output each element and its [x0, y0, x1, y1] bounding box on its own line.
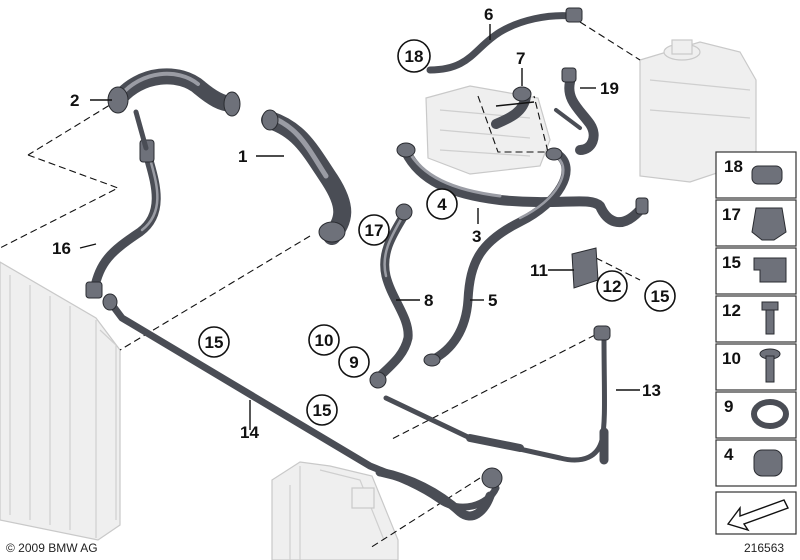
- svg-text:15: 15: [651, 287, 670, 306]
- copyright-text: © 2009 BMW AG: [6, 541, 98, 555]
- svg-text:11: 11: [530, 261, 548, 280]
- callout-7[interactable]: 7: [516, 49, 525, 68]
- panel-item-9[interactable]: 9: [715, 391, 797, 439]
- svg-text:17: 17: [365, 221, 384, 240]
- hose-connector-icon: [753, 449, 783, 477]
- quick-connector-icon: [751, 207, 787, 241]
- callout-13[interactable]: 13: [642, 381, 661, 400]
- screw-icon: [761, 301, 779, 311]
- callout-15-right[interactable]: 15: [644, 280, 676, 312]
- svg-text:4: 4: [724, 445, 734, 464]
- drawing-number: 216563: [744, 541, 784, 555]
- callout-8[interactable]: 8: [424, 291, 433, 310]
- callout-6[interactable]: 6: [484, 5, 493, 24]
- callout-1[interactable]: 1: [238, 147, 247, 166]
- hose-19: [554, 67, 599, 155]
- radiator-bottom: [271, 461, 399, 560]
- callout-15-mid[interactable]: 15: [306, 394, 338, 426]
- svg-text:16: 16: [52, 239, 71, 258]
- callout-5[interactable]: 5: [488, 291, 497, 310]
- svg-text:6: 6: [484, 5, 493, 24]
- hose-2-upper-left: [107, 68, 241, 117]
- svg-text:19: 19: [600, 79, 619, 98]
- svg-text:14: 14: [240, 423, 259, 442]
- callout-9[interactable]: 9: [338, 346, 370, 378]
- callout-16[interactable]: 16: [52, 239, 71, 258]
- radiator-left: [0, 261, 121, 541]
- callout-18[interactable]: 18: [397, 39, 431, 73]
- svg-text:8: 8: [424, 291, 433, 310]
- svg-text:12: 12: [722, 301, 741, 320]
- svg-text:2: 2: [70, 91, 79, 110]
- panel-item-4[interactable]: 4: [715, 439, 797, 487]
- svg-text:9: 9: [349, 353, 358, 372]
- svg-text:17: 17: [722, 205, 741, 224]
- svg-text:13: 13: [642, 381, 661, 400]
- panel-item-10[interactable]: 10: [715, 343, 797, 391]
- svg-text:7: 7: [516, 49, 525, 68]
- svg-text:3: 3: [472, 227, 481, 246]
- callout-4[interactable]: 4: [426, 188, 458, 220]
- panel-item-12[interactable]: 12: [715, 295, 797, 343]
- svg-text:1: 1: [238, 147, 247, 166]
- hose-7: [491, 86, 532, 129]
- leader-lines: [79, 24, 640, 430]
- hose-5: [423, 147, 571, 367]
- callout-10[interactable]: 10: [308, 324, 340, 356]
- bracket-11: [571, 247, 599, 289]
- callout-2[interactable]: 2: [70, 91, 79, 110]
- side-parts-panel: 18 17 15 12 10 9: [715, 151, 797, 535]
- hose-1: [261, 109, 352, 245]
- callout-14[interactable]: 14: [240, 423, 259, 442]
- svg-text:4: 4: [437, 195, 447, 214]
- hose-14: [102, 293, 503, 521]
- svg-text:9: 9: [724, 397, 733, 416]
- svg-text:15: 15: [313, 401, 332, 420]
- svg-text:15: 15: [205, 333, 224, 352]
- svg-text:10: 10: [722, 349, 741, 368]
- svg-text:5: 5: [488, 291, 497, 310]
- assembly-dashed-lines: [0, 21, 641, 549]
- callout-19[interactable]: 19: [600, 79, 619, 98]
- expansion-tank: [639, 39, 757, 183]
- hose-8: [369, 203, 413, 389]
- svg-text:15: 15: [722, 253, 741, 272]
- oil-cooler-module: [425, 85, 551, 175]
- panel-item-17[interactable]: 17: [715, 199, 797, 247]
- direction-arrow-icon: [726, 499, 789, 532]
- svg-text:18: 18: [724, 157, 743, 176]
- panel-item-18[interactable]: 18: [715, 151, 797, 199]
- panel-item-15[interactable]: 15: [715, 247, 797, 295]
- hose-16: [85, 109, 161, 299]
- callout-17[interactable]: 17: [358, 214, 390, 246]
- svg-text:10: 10: [315, 331, 334, 350]
- callout-3[interactable]: 3: [472, 227, 481, 246]
- spring-clamp-icon: [751, 165, 783, 185]
- retaining-clip-icon: [753, 257, 787, 283]
- callout-15-left[interactable]: 15: [198, 326, 230, 358]
- callout-11[interactable]: 11: [530, 261, 548, 280]
- callout-12[interactable]: 12: [596, 270, 628, 302]
- svg-text:18: 18: [405, 47, 424, 66]
- panel-item-arrow[interactable]: [715, 491, 797, 535]
- hose-13: [383, 325, 611, 465]
- hose-6: [426, 7, 583, 74]
- hose-clamp-icon: [751, 399, 789, 429]
- svg-text:12: 12: [603, 277, 622, 296]
